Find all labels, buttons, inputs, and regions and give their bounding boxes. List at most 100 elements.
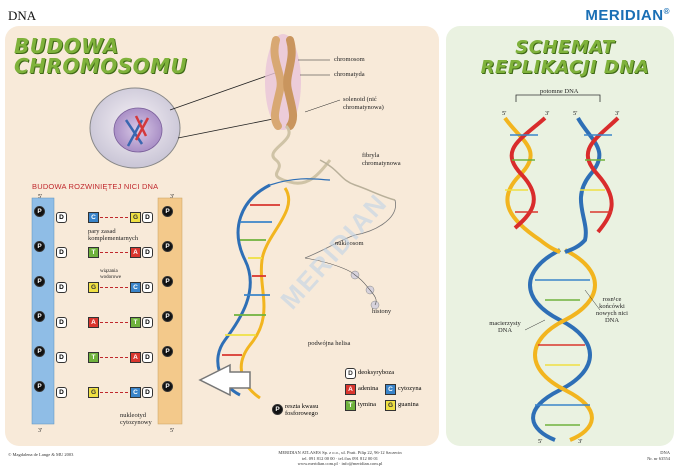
- chromosome-title: BUDOWA CHROMOSOMU: [14, 36, 187, 76]
- sugar-left: D: [56, 247, 67, 258]
- base-left: G: [88, 387, 99, 398]
- label-parent-dna-2: DNA: [497, 327, 513, 334]
- legend-thymine-swatch: T: [345, 400, 356, 411]
- label-parent-dna-1: macierzysty: [489, 320, 521, 327]
- phosphate-right: P: [162, 346, 173, 357]
- base-left: T: [88, 352, 99, 363]
- sugar-right: D: [142, 212, 153, 223]
- label-hydrogen-bonds: wiązania: [100, 269, 118, 274]
- phosphate-left: P: [34, 241, 45, 252]
- sugar-left: D: [56, 212, 67, 223]
- nucleosome-chain: [304, 257, 380, 310]
- phosphate-right: P: [162, 381, 173, 392]
- base-right: A: [130, 352, 141, 363]
- phosphate-left: P: [34, 276, 45, 287]
- label-nucleosome: nukleosom: [335, 240, 364, 247]
- end-right-top: 3': [170, 194, 175, 200]
- brand-mark: ®: [663, 7, 670, 16]
- rep-end-3: 5': [573, 110, 578, 117]
- legend-sugar-swatch: D: [345, 368, 356, 379]
- sugar-right: D: [142, 317, 153, 328]
- phosphate-left: P: [34, 381, 45, 392]
- label-growing-4: DNA: [604, 317, 620, 324]
- base-left: G: [88, 282, 99, 293]
- label-double-helix: podwójna helisa: [308, 340, 351, 347]
- footer-publisher-1: MERIDIAN ATLASES Sp. z o.o., ul. Pratt. …: [278, 450, 402, 455]
- base-left: C: [88, 212, 99, 223]
- legend-guanine-label: guanina: [398, 401, 419, 408]
- phosphate-right: P: [162, 241, 173, 252]
- label-growing-1: rosn¹ce: [602, 296, 622, 303]
- label-nucleotide-2: cytozynowy: [120, 419, 152, 426]
- brand-name: MERIDIAN: [585, 7, 664, 24]
- phosphate-right: P: [162, 276, 173, 287]
- topic-label: DNA: [8, 8, 37, 23]
- rep-end-bottom-1: 5': [538, 438, 543, 445]
- label-daughter-dna: potomne DNA: [540, 88, 579, 95]
- chromosome-title-line1: BUDOWA: [14, 34, 119, 58]
- phosphate-left: P: [34, 311, 45, 322]
- cell-diagram: [89, 71, 279, 169]
- chromosome-title-line2: CHROMOSOMU: [14, 54, 188, 78]
- base-right: G: [130, 212, 141, 223]
- footer-code-2: Nr. nr 63554: [647, 456, 670, 461]
- legend-adenine-label: adenina: [358, 385, 379, 392]
- sugar-left: D: [56, 352, 67, 363]
- hydrogen-bond: [100, 252, 128, 253]
- replication-title-line2: REPLIKACJI DNA: [480, 57, 650, 78]
- phosphate-left: P: [34, 206, 45, 217]
- legend-sugar-label: deoksyryboza: [358, 369, 395, 376]
- base-right: T: [130, 317, 141, 328]
- end-left-bottom: 3': [38, 428, 43, 434]
- label-solenoid: solenoid (nić: [343, 96, 377, 103]
- brand-logo: MERIDIAN®: [585, 7, 670, 24]
- sugar-left: D: [56, 282, 67, 293]
- label-chromosome: chromosom: [334, 56, 365, 63]
- label-growing-3: nowych nici: [596, 310, 628, 317]
- phosphate-right: P: [162, 206, 173, 217]
- label-fibril: fibryla: [362, 152, 380, 159]
- hydrogen-bond: [100, 322, 128, 323]
- legend-cytosine-swatch: C: [385, 384, 396, 395]
- base-left: T: [88, 247, 99, 258]
- legend-cytosine-label: cytozyna: [398, 385, 422, 392]
- footer-publisher: MERIDIAN ATLASES Sp. z o.o., ul. Pratt. …: [240, 450, 440, 467]
- sugar-left: D: [56, 317, 67, 328]
- base-right: C: [130, 282, 141, 293]
- legend-adenine-swatch: A: [345, 384, 356, 395]
- rep-end-2: 3': [545, 110, 550, 117]
- hydrogen-bond: [100, 287, 128, 288]
- phosphate-right: P: [162, 311, 173, 322]
- label-chromatid: chromatyda: [334, 71, 365, 78]
- label-fibril-2: chromatynowa: [362, 160, 401, 167]
- sugar-right: D: [142, 282, 153, 293]
- base-right: A: [130, 247, 141, 258]
- sugar-right: D: [142, 352, 153, 363]
- label-growing-2: końcówki: [599, 303, 625, 310]
- direction-arrow: [198, 363, 251, 397]
- rep-end-bottom-2: 3': [578, 438, 583, 445]
- rep-end-1: 5': [502, 110, 507, 117]
- footer-publisher-2: tel. 091 812 00 00 · tel./fax 091 812 00…: [302, 455, 378, 461]
- replication-panel: [446, 26, 674, 446]
- rep-end-4: 3': [615, 110, 620, 117]
- base-left: A: [88, 317, 99, 328]
- hydrogen-bond: [100, 357, 128, 358]
- label-base-pairs: pary zasad: [88, 228, 116, 235]
- legend-phosphate-swatch: P: [272, 404, 283, 415]
- sugar-left: D: [56, 387, 67, 398]
- label-histones: histony: [372, 308, 392, 315]
- end-right-bottom: 5': [170, 428, 175, 434]
- hydrogen-bond: [100, 392, 128, 393]
- label-hydrogen-bonds-2: wodorowe: [100, 275, 122, 280]
- footer-code: DNA Nr. nr 63554: [647, 450, 670, 462]
- footer-copyright: © Magdalena de Lange & MU 2003: [8, 452, 74, 457]
- sugar-right: D: [142, 247, 153, 258]
- base-right: C: [130, 387, 141, 398]
